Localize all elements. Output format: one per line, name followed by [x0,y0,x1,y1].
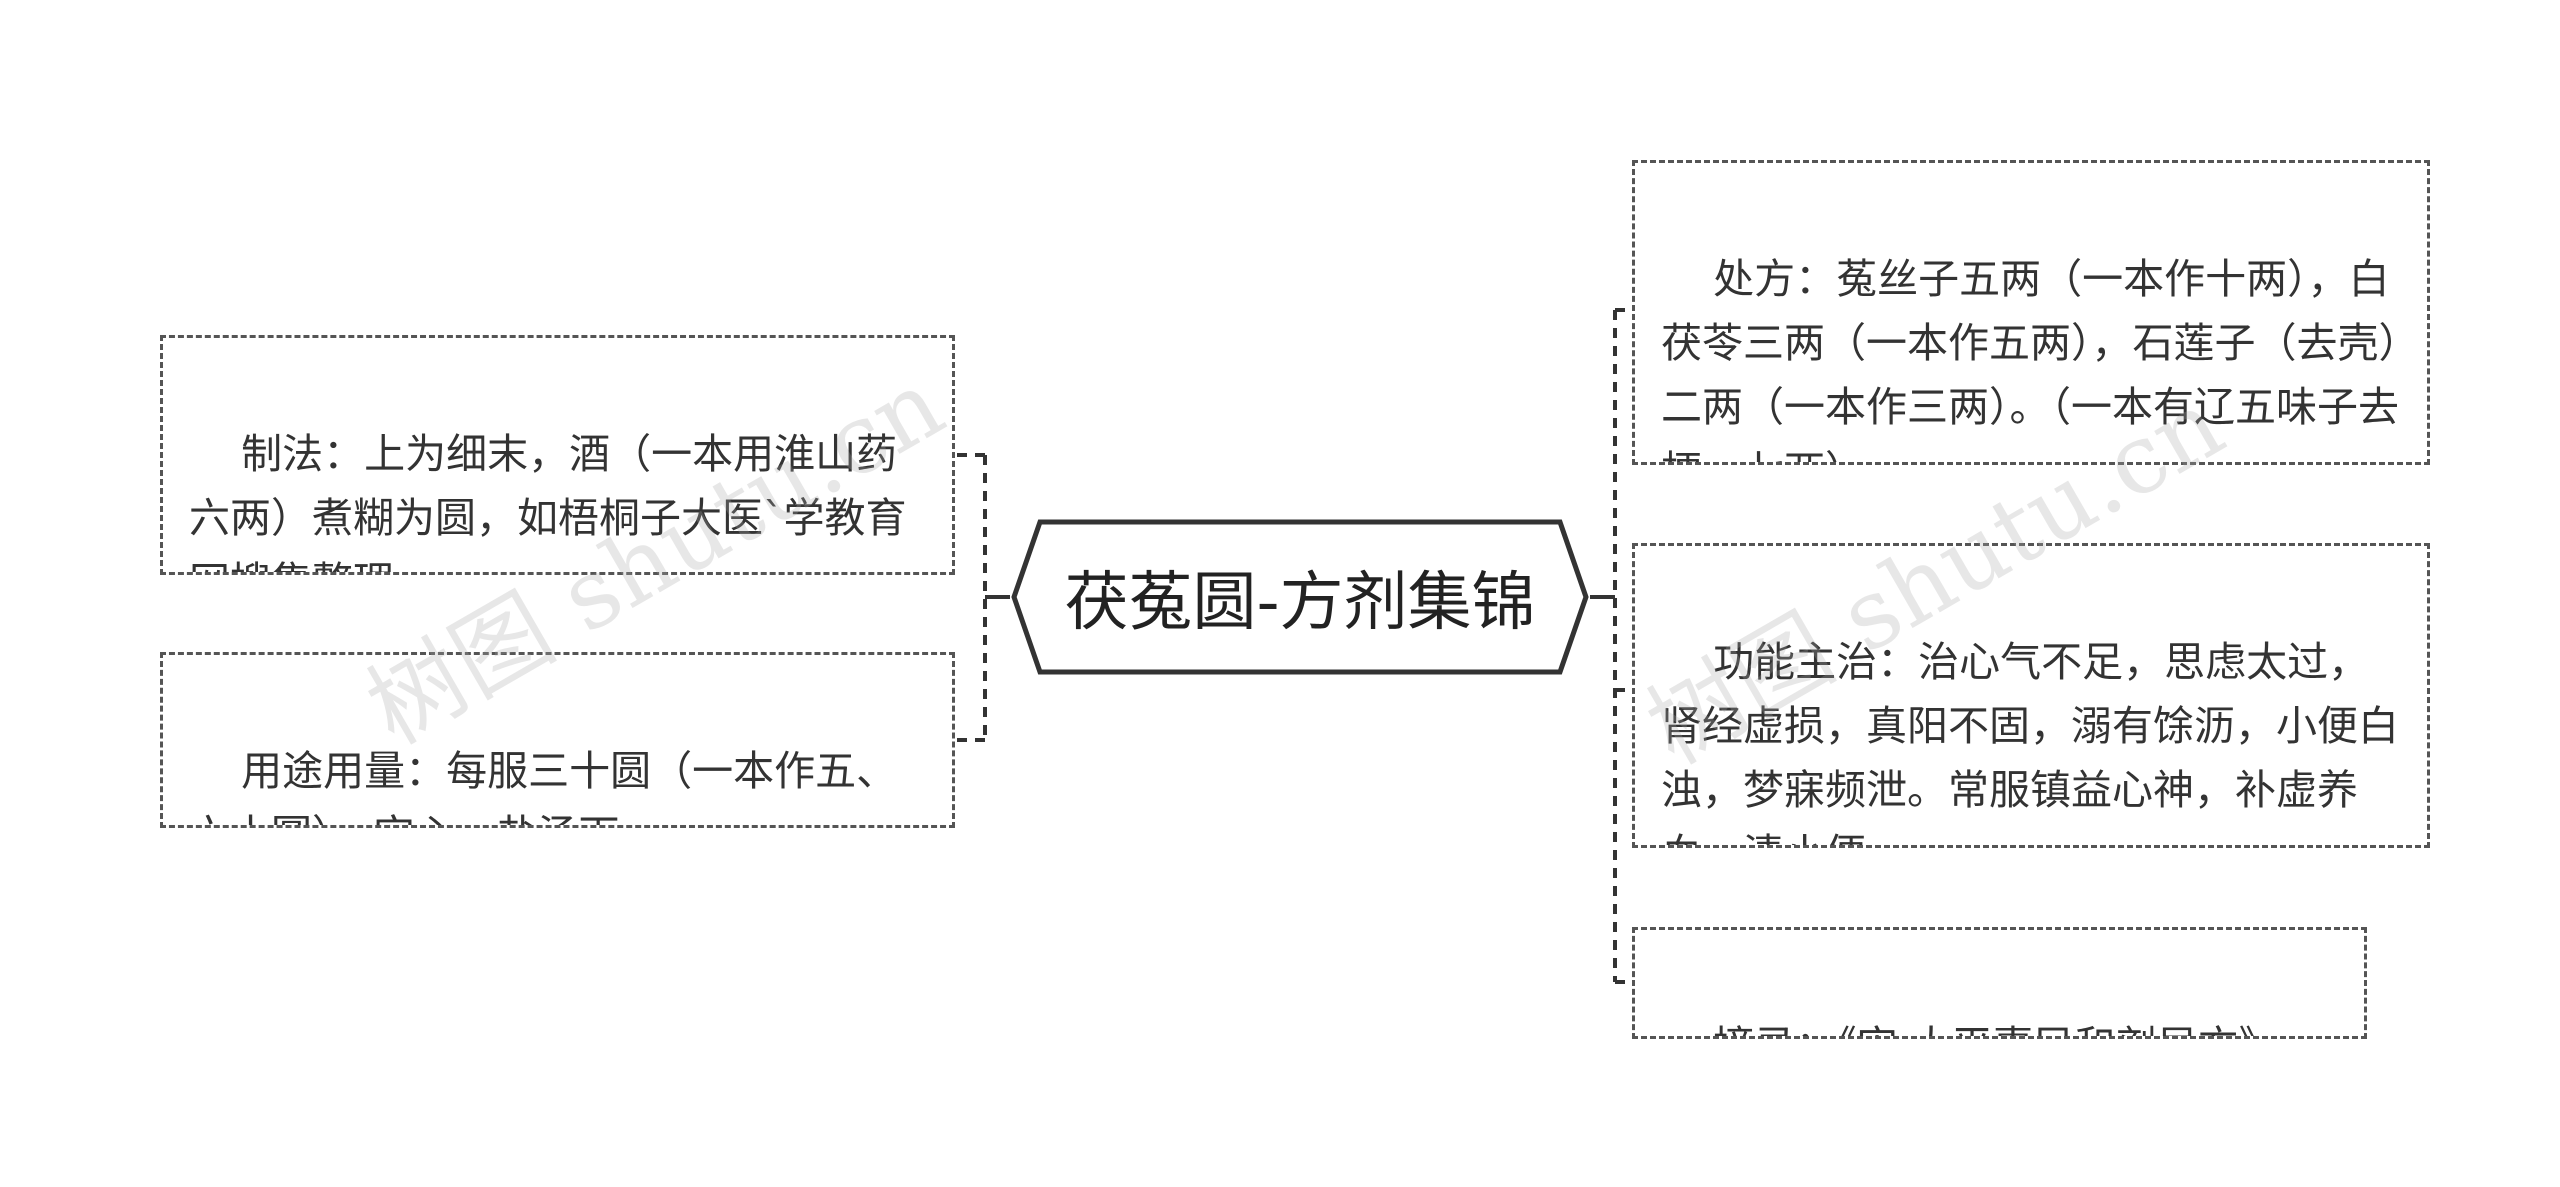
node-yongtu[interactable]: 用途用量：每服三十圆（一本作五、六十圆），空心，盐汤下。 [160,652,955,828]
node-zhifa[interactable]: 制法：上为细末，酒（一本用淮山药六两）煮糊为圆，如梧桐子大医`学教育网搜集整理。 [160,335,955,575]
node-chufang[interactable]: 处方：菟丝子五两（一本作十两），白茯苓三两（一本作五两），石莲子（去壳）二两（一… [1632,160,2430,465]
node-zhailu-text: 摘录：《宋·太平惠民和剂局方》 [1713,1022,2280,1036]
node-zhailu[interactable]: 摘录：《宋·太平惠民和剂局方》 [1632,927,2367,1039]
node-yongtu-text: 用途用量：每服三十圆（一本作五、六十圆），空心，盐汤下。 [189,747,898,825]
node-chufang-text: 处方：菟丝子五两（一本作十两），白茯苓三两（一本作五两），石莲子（去壳）二两（一… [1661,255,2399,462]
central-topic[interactable]: 茯菟圆-方剂集锦 [1010,518,1590,676]
node-gongneng[interactable]: 功能主治：治心气不足，思虑太过，肾经虚损，真阳不固，溺有馀沥，小便白浊，梦寐频泄… [1632,543,2430,848]
central-hexagon-shape [1011,519,1589,675]
node-gongneng-text: 功能主治：治心气不足，思虑太过，肾经虚损，真阳不固，溺有馀沥，小便白浊，梦寐频泄… [1661,638,2399,845]
node-zhifa-text: 制法：上为细末，酒（一本用淮山药六两）煮糊为圆，如梧桐子大医`学教育网搜集整理。 [189,430,907,572]
central-topic-label: 茯菟圆-方剂集锦 [1064,566,1536,640]
